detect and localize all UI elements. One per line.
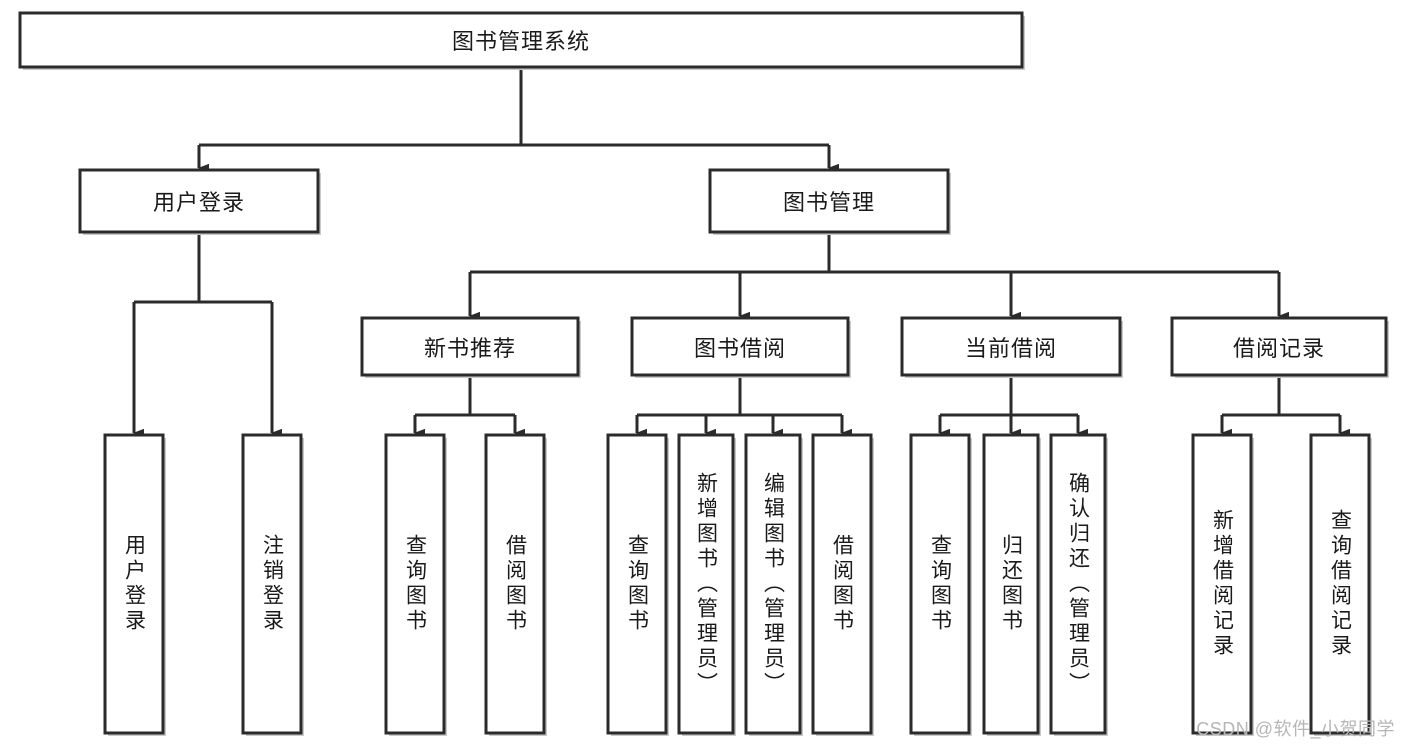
box-book-manage[interactable] (708, 168, 950, 234)
box-user-login[interactable] (78, 168, 320, 234)
connector-layer (132, 67, 1350, 438)
box-leaf-borrow-book-1[interactable] (484, 433, 546, 735)
box-leaf-confirm-return[interactable] (1049, 433, 1107, 735)
box-borrow-record[interactable] (1170, 316, 1388, 377)
box-current-borrow[interactable] (900, 316, 1122, 377)
box-leaf-add-record[interactable] (1191, 433, 1253, 735)
box-layer (18, 11, 1389, 736)
box-leaf-query-book-3[interactable] (909, 433, 971, 735)
box-leaf-query-book-2[interactable] (606, 433, 668, 735)
box-root[interactable] (18, 11, 1024, 69)
box-leaf-borrow-book-2[interactable] (811, 433, 873, 735)
box-leaf-query-book-1[interactable] (384, 433, 446, 735)
box-leaf-add-book[interactable] (677, 433, 735, 735)
box-new-book-recommend[interactable] (360, 316, 580, 377)
box-leaf-logout[interactable] (241, 433, 303, 735)
box-book-borrow[interactable] (630, 316, 850, 377)
box-leaf-return-book[interactable] (982, 433, 1040, 735)
box-leaf-user-login[interactable] (103, 433, 165, 735)
box-leaf-query-record[interactable] (1309, 433, 1371, 735)
box-leaf-edit-book[interactable] (744, 433, 802, 735)
